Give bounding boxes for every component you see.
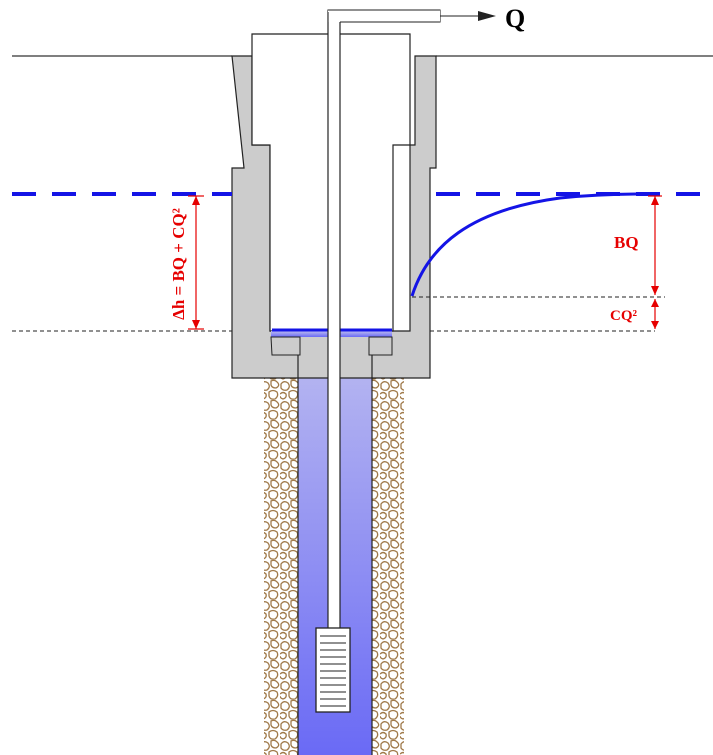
- total-drawdown-dimension: [188, 195, 204, 330]
- aquifer-loss-dimension: [648, 195, 662, 295]
- drop-pipe: [327, 11, 341, 631]
- pipe-outline: [327, 9, 480, 630]
- well-loss-dimension: [651, 299, 659, 329]
- seat-left: [270, 336, 301, 356]
- gravel-pack-left: [264, 378, 300, 755]
- discharge-arrow-icon: [478, 11, 496, 21]
- total-drawdown-label: Δh = BQ + CQ²: [169, 208, 188, 320]
- pump-grille: [320, 635, 346, 707]
- well-loss-label: CQ²: [610, 308, 638, 324]
- discharge-label: Q: [505, 4, 525, 33]
- gravel-pack-right: [370, 378, 404, 755]
- drawdown-curve: [410, 192, 641, 297]
- submersible-pump: [315, 627, 351, 713]
- aquifer-loss-label: BQ: [614, 233, 639, 252]
- seat-right: [368, 336, 393, 356]
